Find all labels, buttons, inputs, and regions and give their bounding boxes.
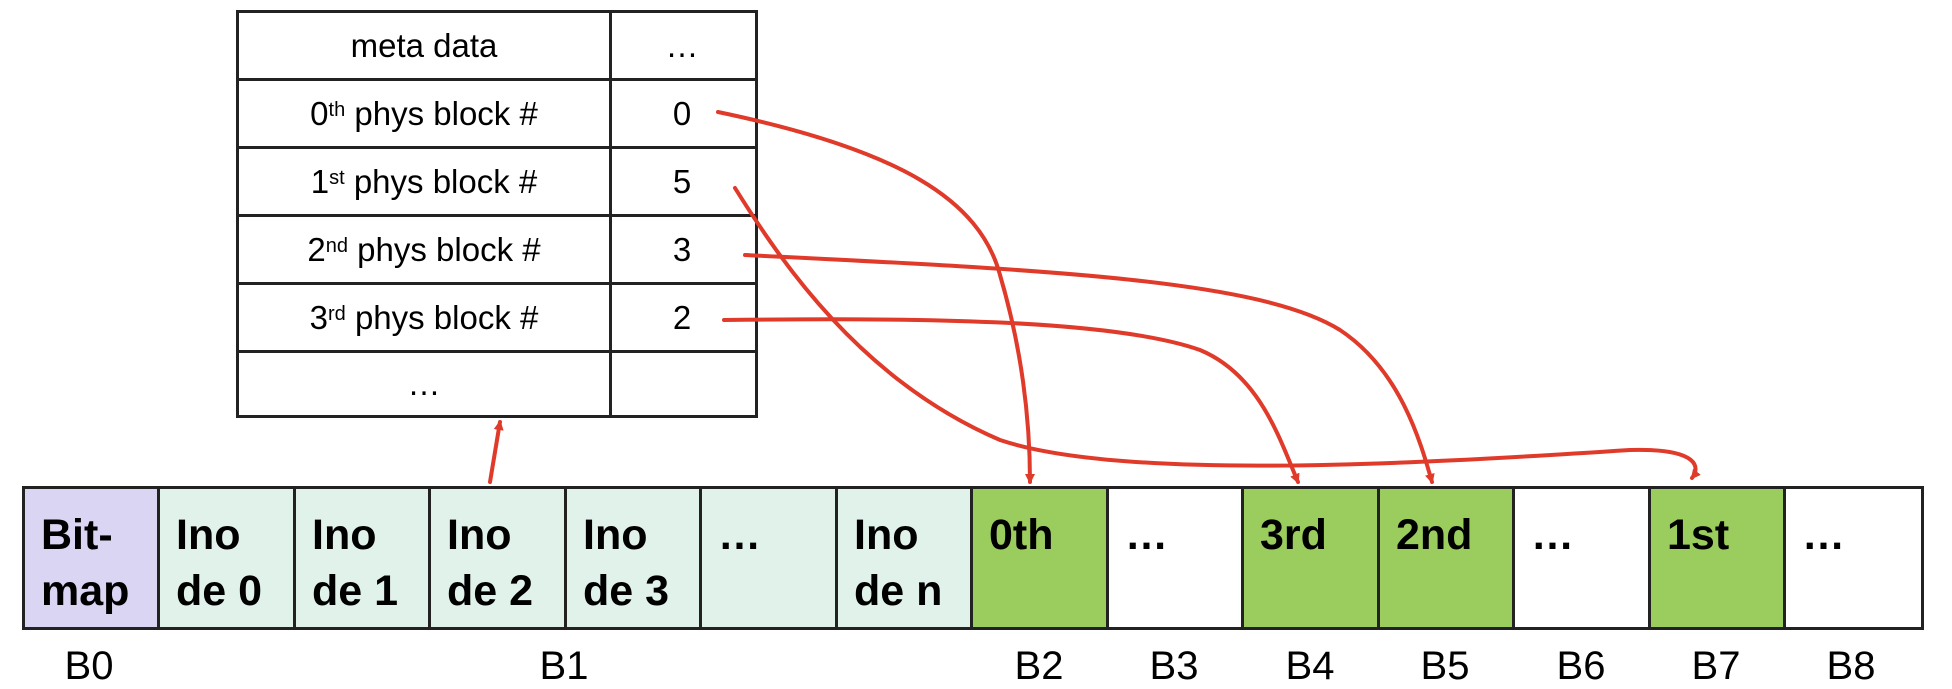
bitmap-block: Bit-map (25, 489, 160, 627)
pointer-arrow-0th (716, 110, 1035, 484)
phys-block-value: 2 (672, 298, 692, 336)
ellipsis-cell: … (407, 365, 441, 402)
free-block-b3: … (1109, 489, 1244, 627)
pointer-arrow-1st (733, 186, 1701, 480)
free-block-b8: … (1786, 489, 1921, 627)
block-label-b7: B7 (1691, 644, 1741, 688)
phys-block-value: 3 (672, 230, 692, 268)
meta-data-cell: meta data (350, 26, 498, 64)
block-label-b2: B2 (1014, 644, 1064, 688)
block-label-b6: B6 (1556, 644, 1606, 688)
free-block-b6: … (1515, 489, 1651, 627)
data-block-1st: 1st (1651, 489, 1786, 627)
pointer-arrow-2nd (743, 253, 1435, 484)
inode-header-row: meta data … (239, 13, 755, 81)
block-label-b4: B4 (1285, 644, 1335, 688)
block-label-b1: B1 (539, 644, 589, 688)
phys-block-value: 5 (672, 162, 692, 200)
inode-block-ellipsis: … (702, 489, 838, 627)
block-label-b8: B8 (1826, 644, 1876, 688)
block-label-b0: B0 (64, 644, 114, 688)
block-label-b3: B3 (1149, 644, 1199, 688)
pointer-arrow-3rd (722, 317, 1300, 484)
data-block-3rd: 3rd (1244, 489, 1380, 627)
inode-footer-row: … (239, 353, 755, 415)
block-label-b5: B5 (1420, 644, 1470, 688)
inode-to-table-arrow (488, 420, 504, 484)
data-block-0th: 0th (973, 489, 1109, 627)
phys-block-value: 0 (672, 94, 692, 132)
meta-data-value: … (665, 26, 699, 64)
data-block-2nd: 2nd (1380, 489, 1515, 627)
